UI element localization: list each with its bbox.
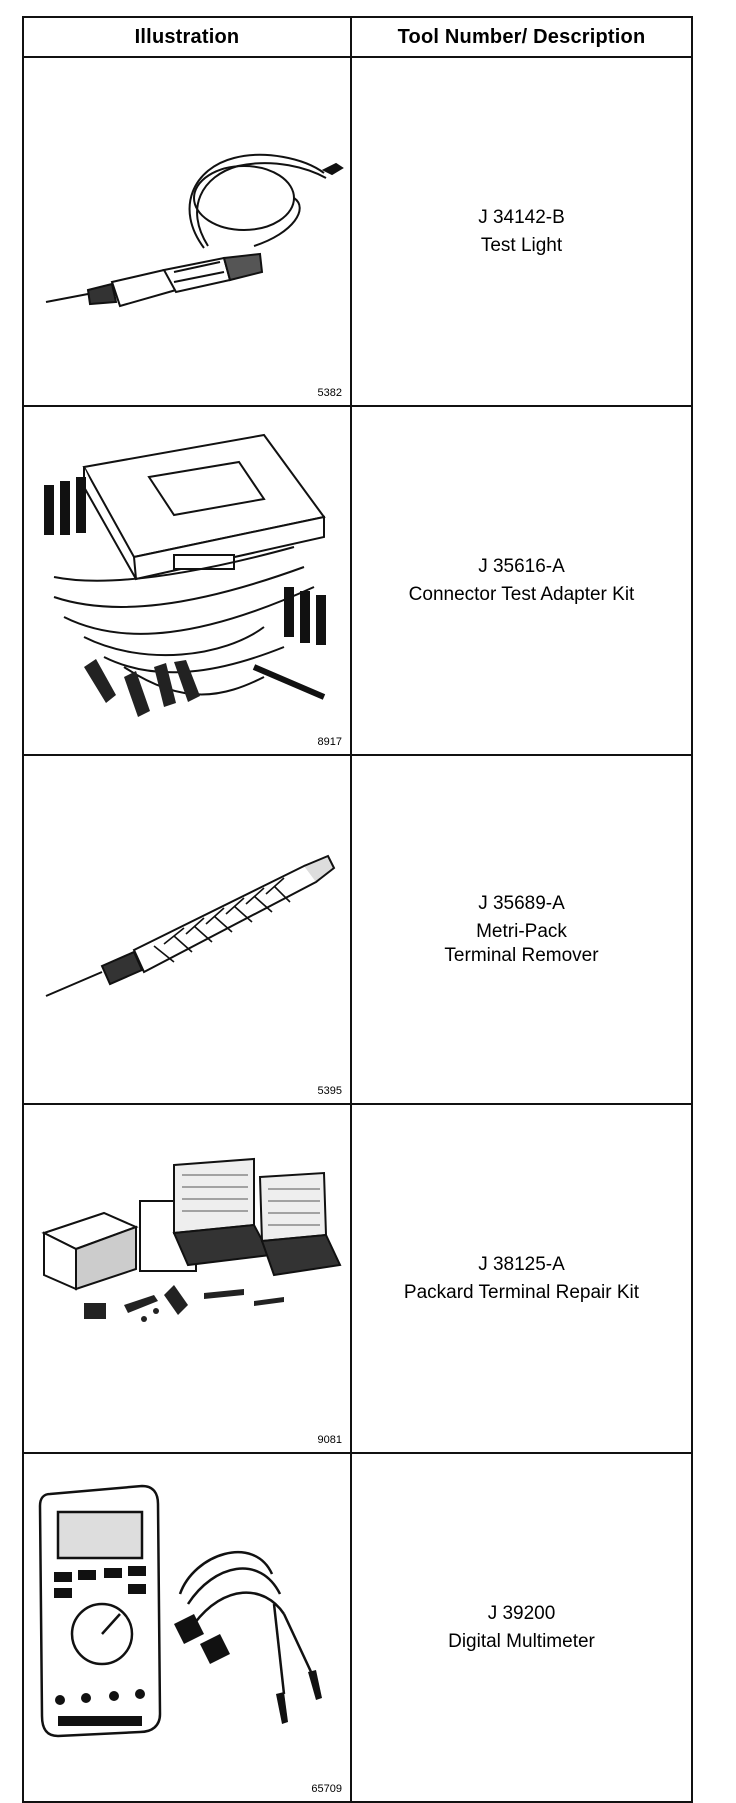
tool-number: J 35616-A [478,555,565,577]
illustration-cell: 5395 [22,754,352,1105]
figure-number: 8917 [317,736,342,748]
tool-number: J 39200 [487,1602,556,1624]
tool-description: Digital Multimeter [448,1630,595,1652]
illustration-cell: 65709 [22,1452,352,1803]
tool-table: Illustration Tool Number/ Description [22,16,693,1803]
description-cell: J 35689-A Metri-Pack Terminal Remover [350,754,693,1105]
tool-description: Metri-Pack [476,920,567,942]
table-row: 5382 J 34142-B Test Light [22,56,693,407]
table-row: 5395 J 35689-A Metri-Pack Terminal Remov… [22,754,693,1105]
tool-description: Test Light [480,234,563,256]
tool-number: J 34142-B [478,206,565,228]
description-cell: J 35616-A Connector Test Adapter Kit [350,405,693,756]
tool-description: Connector Test Adapter Kit [408,583,635,605]
test-light-icon [45,153,344,308]
figure-number: 9081 [317,1434,342,1446]
illustration-header: Illustration [22,16,352,58]
table-row: 9081 J 38125-A Packard Terminal Repair K… [22,1103,693,1454]
terminal-remover-icon [45,854,336,997]
table-row: 65709 J 39200 Digital Multimeter [22,1452,693,1803]
terminal-repair-kit-icon [41,1157,342,1322]
tool-number: J 38125-A [478,1253,565,1275]
description-cell: J 34142-B Test Light [350,56,693,407]
illustration-cell: 8917 [22,405,352,756]
digital-multimeter-icon [38,1484,322,1738]
illustration-cell: 5382 [22,56,352,407]
table-row: 8917 J 35616-A Connector Test Adapter Ki… [22,405,693,756]
table-header: Illustration Tool Number/ Description [22,16,693,58]
figure-number: 5395 [317,1085,342,1097]
figure-number: 65709 [311,1783,342,1795]
description-header: Tool Number/ Description [350,16,693,58]
description-cell: J 39200 Digital Multimeter [350,1452,693,1803]
tool-description: Terminal Remover [444,944,599,966]
connector-test-adapter-kit-icon [44,433,326,717]
tool-number: J 35689-A [478,892,565,914]
description-cell: J 38125-A Packard Terminal Repair Kit [350,1103,693,1454]
illustration-cell: 9081 [22,1103,352,1454]
figure-number: 5382 [317,387,342,399]
tool-description: Packard Terminal Repair Kit [403,1281,640,1303]
